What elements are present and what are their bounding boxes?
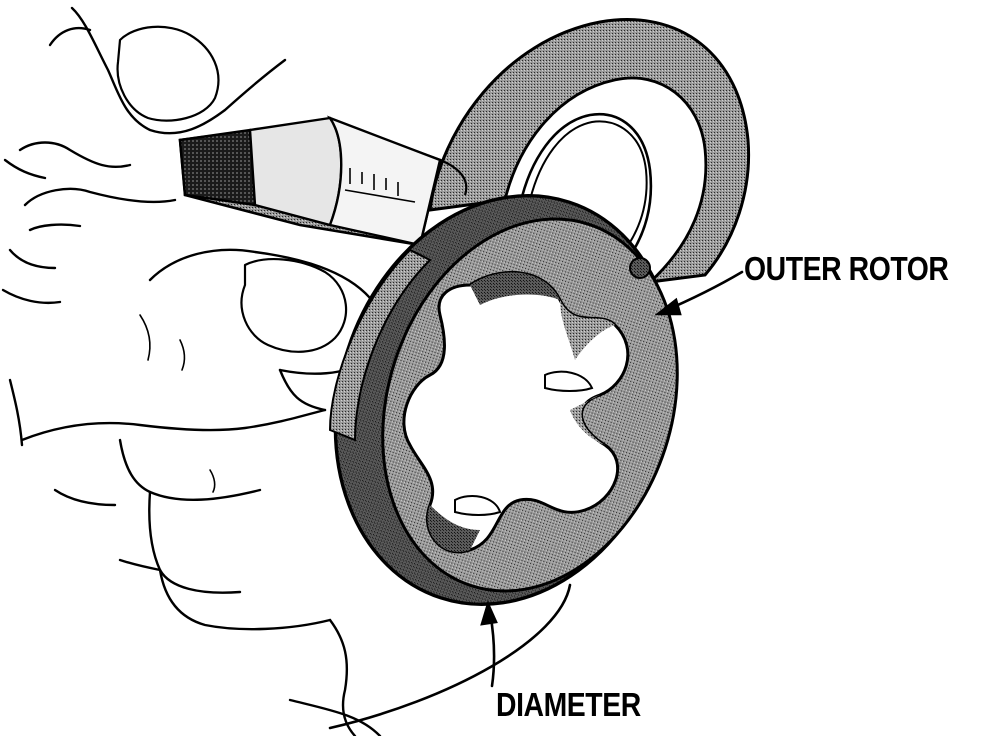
outer-rotor-arrowhead <box>654 297 682 316</box>
outer-rotor-label: OUTER ROTOR <box>744 250 949 287</box>
hand-icon <box>1 6 384 736</box>
leader-lines <box>328 270 744 730</box>
diameter-arrowhead <box>480 600 498 626</box>
diameter-label: DIAMETER <box>496 686 641 723</box>
outer-rotor-icon <box>328 194 679 606</box>
micrometer-icon <box>178 18 751 292</box>
